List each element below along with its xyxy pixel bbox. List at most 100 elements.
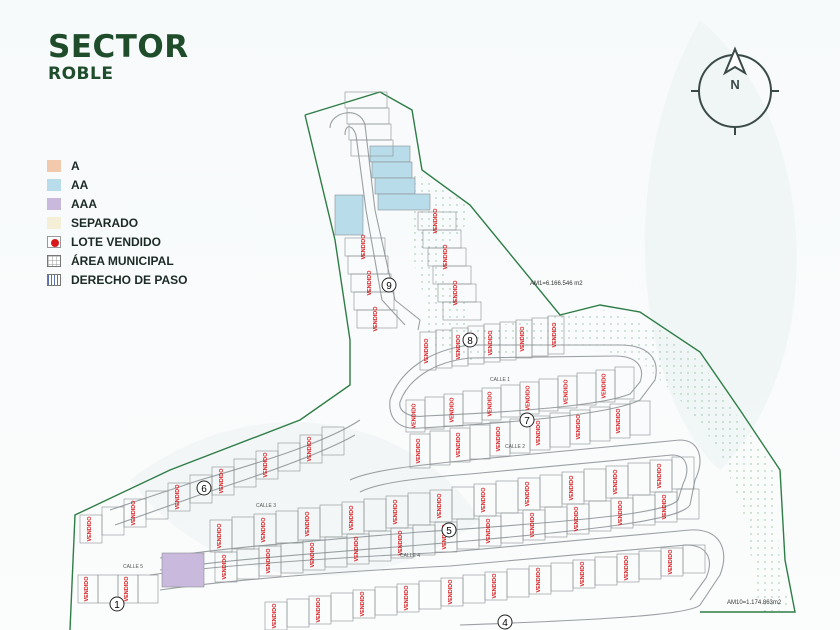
- sector-5-upper-sold-label: VENDIDO: [393, 499, 399, 525]
- lot-aaa: [161, 552, 205, 588]
- legend-label-derecho-de-paso: DERECHO DE PASO: [71, 272, 188, 287]
- background-leaf-decoration-2: [130, 422, 480, 576]
- sector-4: 4: [497, 614, 513, 630]
- sector-6-sold-label: VENDIDO: [263, 452, 269, 478]
- sector-5-upper-lot: [627, 462, 651, 496]
- sector-7-upper-lot: [462, 390, 483, 424]
- sector-8-label: 8: [467, 336, 473, 347]
- sector-5-label: 5: [446, 526, 452, 537]
- legend-swatch-area-municipal: [47, 254, 61, 267]
- legend-label-separado: SEPARADO: [71, 215, 139, 230]
- sector-5-lower-sold-label: VENDIDO: [530, 512, 536, 538]
- lot-grid: [77, 91, 706, 630]
- sector-4-lot: [286, 598, 310, 628]
- legend-item-area-municipal: ÁREA MUNICIPAL: [47, 251, 187, 270]
- legend-label-area-municipal: ÁREA MUNICIPAL: [71, 253, 174, 268]
- sector-6-sold-label: VENDIDO: [175, 484, 181, 510]
- sector-1-sold-label: VENDIDO: [124, 576, 130, 602]
- sector-5-lower-sold-label: VENDIDO: [310, 542, 316, 568]
- legend-item-derecho-de-paso: DERECHO DE PASO: [47, 270, 187, 289]
- sector-4-sold-label: VENDIDO: [624, 555, 630, 581]
- sector-9-lot: [356, 309, 398, 329]
- sector-4-sold-label: VENDIDO: [360, 591, 366, 617]
- sector-5-upper-sold-label: VENDIDO: [569, 475, 575, 501]
- sector-4-lot: [462, 574, 486, 604]
- sector-8-sold-label: VENDIDO: [456, 334, 462, 360]
- sector-4-lot: [682, 544, 706, 574]
- sector-7-lower-sold-label: VENDIDO: [456, 432, 462, 458]
- sector-5-upper-sold-label: VENDIDO: [657, 463, 663, 489]
- sector-7-lower-sold-label: VENDIDO: [616, 408, 622, 434]
- legend-label-aa: AA: [71, 177, 89, 192]
- sector-9-east-sold-label: VENDIDO: [453, 280, 459, 306]
- legend-swatch-a: [47, 159, 61, 172]
- legend-item-a: A: [47, 156, 187, 175]
- sector-5: 5: [441, 522, 457, 538]
- title-sector: SECTOR: [48, 29, 189, 65]
- sector-7-upper-sold-label: VENDIDO: [526, 385, 532, 411]
- sector-9: 9: [381, 277, 397, 293]
- sector-8-sold-label: VENDIDO: [520, 326, 526, 352]
- sector-1: 1: [109, 596, 125, 612]
- sector-6-label: 6: [201, 484, 207, 495]
- sector-9-sold-label: VENDIDO: [373, 306, 379, 332]
- sector-1-label: 1: [114, 600, 120, 611]
- sector-number-markers: 9 8 7 6 5 4 1: [109, 277, 535, 630]
- legend-item-separado: SEPARADO: [47, 213, 187, 232]
- legend-item-aa: AA: [47, 175, 187, 194]
- sector-1-lot: [137, 574, 159, 604]
- sector-5-lower-lot: [500, 512, 524, 544]
- sector-8-sold-label: VENDIDO: [424, 338, 430, 364]
- sector-9-upper-lot: [350, 139, 394, 157]
- sold-dot-icon: [47, 235, 61, 248]
- legend-item-lote-vendido: LOTE VENDIDO: [47, 232, 187, 251]
- sector-9-east-sold-label: VENDIDO: [433, 208, 439, 234]
- sector-4-sold-label: VENDIDO: [272, 603, 278, 629]
- sector-9-upper-lot: [344, 91, 388, 109]
- site-boundary: [69, 91, 796, 630]
- sector-5-upper-lot: [583, 468, 607, 502]
- sector-title: SECTOR ROBLE: [48, 30, 189, 84]
- legend-item-aaa: AAA: [47, 194, 187, 213]
- sector-5-lower-sold-label: VENDIDO: [486, 518, 492, 544]
- sector-7-upper-lot: [424, 396, 445, 430]
- sector-8-lot: [547, 315, 565, 355]
- sector-5-lower-sold-label: VENDIDO: [662, 494, 668, 520]
- sector-4-lot: [418, 580, 442, 610]
- sector-7-lower-sold-label: VENDIDO: [536, 420, 542, 446]
- legend-swatch-separado: [47, 216, 61, 229]
- sector-5-upper-sold-label: VENDIDO: [217, 523, 223, 549]
- municipal-area-am1: [410, 170, 790, 612]
- sector-4-sold-label: VENDIDO: [580, 561, 586, 587]
- legend-label-aaa: AAA: [71, 196, 97, 211]
- sector-5-lower-sold-label: VENDIDO: [266, 548, 272, 574]
- street-label-4: CALLE 4: [400, 553, 420, 559]
- legend-swatch-derecho-de-paso: [47, 273, 61, 286]
- sector-5-lower-sold-label: VENDIDO: [618, 500, 624, 526]
- sector-4-sold-label: VENDIDO: [404, 585, 410, 611]
- sector-7-lower-sold-label: VENDIDO: [576, 414, 582, 440]
- sector-5-upper-sold-label: VENDIDO: [613, 469, 619, 495]
- sector-9-east-lot: [442, 301, 482, 321]
- sector-7-lower-lot: [629, 400, 651, 436]
- sector-8-sold-label: VENDIDO: [552, 322, 558, 348]
- sector-9-sold-label: VENDIDO: [367, 270, 373, 296]
- sector-5-lower-sold-label: VENDIDO: [354, 536, 360, 562]
- sector-1-sold-label: VENDIDO: [84, 576, 90, 602]
- sector-4-sold-label: VENDIDO: [492, 573, 498, 599]
- road-network: [109, 112, 725, 626]
- sector-7-lower-lot: [469, 424, 491, 460]
- sector-5-upper-sold-label: VENDIDO: [305, 511, 311, 537]
- area-label-am1: AM1=6.166.546 m2: [530, 281, 583, 287]
- sector-6-lot: [321, 426, 345, 456]
- sold-markers: VENDIDO VENDIDO VENDIDO VENDIDO VENDIDO VENDI…: [84, 208, 674, 629]
- sector-7-upper-lot: [538, 378, 559, 412]
- sector-5-upper-sold-label: VENDIDO: [437, 493, 443, 519]
- sector-9-label: 9: [386, 281, 392, 292]
- street-label-3: CALLE 3: [256, 503, 276, 509]
- legend-label-a: A: [71, 158, 80, 173]
- sector-7-label: 7: [524, 416, 530, 427]
- legend-swatch-aaa: [47, 197, 61, 210]
